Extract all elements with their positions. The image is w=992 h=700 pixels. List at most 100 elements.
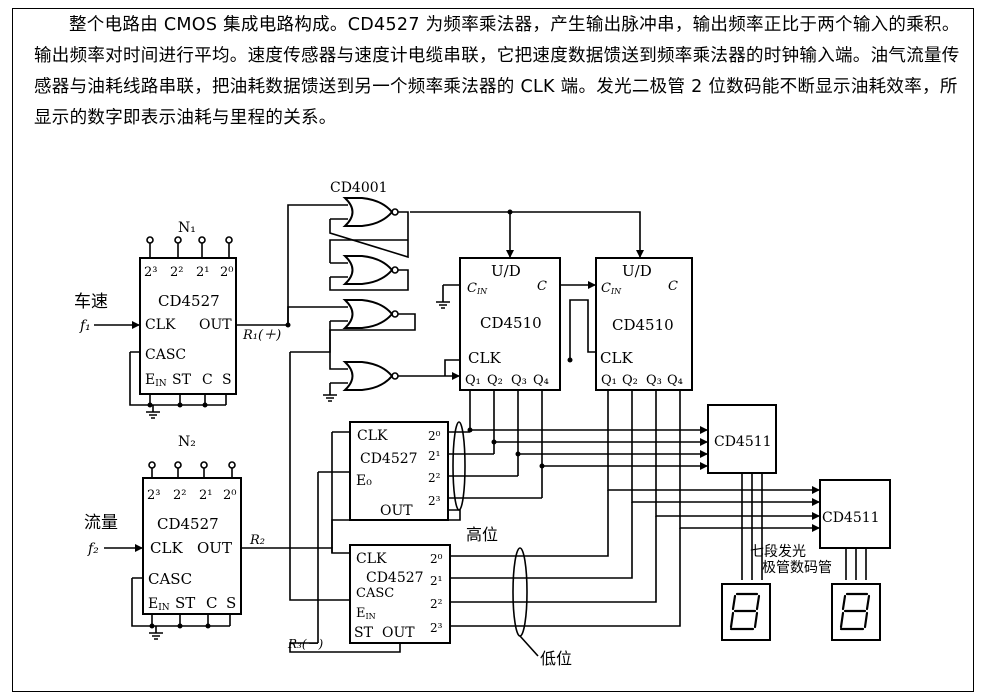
cd4510-left-ud: U/D: [491, 262, 521, 280]
speed-label: 车速: [74, 292, 108, 312]
cd4527-low-casc: CASC: [356, 586, 394, 601]
cd4510-left-q1: Q₁: [465, 373, 481, 388]
figure-frame: [12, 8, 974, 692]
n1-cd4527-chip: N₁ 2³ 2² 2¹ 2⁰ CD4527 CLK OUT CASC EIN S…: [129, 220, 237, 419]
n1-pin-20: 2⁰: [220, 265, 233, 280]
cd4510-right-ud: U/D: [622, 262, 652, 280]
r2-label: R₂: [249, 533, 265, 548]
n2-pin-clk: CLK: [150, 539, 183, 557]
n1-pin-casc: CASC: [145, 347, 186, 363]
n1-label: N₁: [178, 220, 196, 236]
cd4510-left-cin: CIN: [467, 281, 488, 296]
nor-gate-3: [342, 299, 399, 329]
cd4510-right-q3: Q₃: [646, 373, 662, 388]
n2-pin-22: 2²: [173, 488, 186, 503]
n1-pin-ein: EIN: [145, 372, 167, 389]
cd4527-low-st: ST: [354, 625, 374, 641]
n2-pin-ein: EIN: [148, 596, 170, 613]
nor-gate-1: [342, 197, 399, 227]
cd4510-right-cin: CIN: [601, 281, 622, 296]
cd4510-left-co: C: [537, 279, 547, 294]
n1-pin-st: ST: [172, 372, 192, 388]
r1-label: R₁(＋): [242, 328, 281, 343]
n2-pin-20: 2⁰: [223, 488, 236, 503]
n2-pin-21: 2¹: [199, 488, 212, 503]
cd4510-right-q2: Q₂: [622, 373, 638, 388]
n1-pin-c: C: [202, 372, 213, 388]
n1-pin-out: OUT: [199, 317, 232, 333]
n2-chip-name: CD4527: [157, 515, 219, 533]
n2-pin-casc: CASC: [148, 570, 192, 588]
cd4510-left-body: [459, 257, 561, 391]
cd4511-low-name: CD4511: [822, 510, 880, 526]
cd4511-low-body: [819, 479, 891, 549]
cd4510-right-clk: CLK: [600, 349, 633, 367]
cd4510-right-co: C: [668, 279, 678, 294]
n1-chip-name: CD4527: [158, 292, 220, 310]
n1-pin-22: 2²: [170, 265, 183, 280]
cd4510-left-chip: U/D CIN C CD4510 CLK Q₁ Q₂ Q₃ Q₄: [459, 257, 561, 391]
cd4001-label: CD4001: [330, 180, 388, 196]
cd4527-low-p21: 2¹: [430, 574, 442, 588]
cd4510-right-chip: U/D CIN C CD4510 CLK Q₁ Q₂ Q₃ Q₄: [595, 257, 693, 391]
n2-pin-c: C: [206, 594, 217, 612]
cd4510-left-q3: Q₃: [511, 373, 527, 388]
cd4527-high-chip: CLK CD4527 E₀ OUT 2⁰ 2¹ 2² 2³: [349, 421, 449, 521]
display-label: 七段发光: [750, 544, 806, 560]
n1-pin-23: 2³: [144, 265, 157, 280]
cd4527-low-body: [349, 544, 451, 644]
cd4511-high-body: [707, 404, 777, 474]
nor-gate-2: [342, 255, 399, 285]
n2-chip-body: [142, 477, 242, 615]
low-label: 低位: [540, 649, 572, 668]
seven-segment-high: [721, 583, 771, 641]
display-label-2: 极管数码管: [762, 560, 832, 576]
cd4527-low-name: CD4527: [366, 570, 424, 586]
f2-label: f₂: [87, 541, 99, 557]
cd4511-high-chip: CD4511: [707, 404, 777, 474]
cd4527-high-p23: 2³: [428, 494, 441, 508]
n1-chip-body: [139, 257, 237, 395]
cd4527-high-p20: 2⁰: [428, 429, 441, 443]
n2-cd4527-chip: N₂ 2³ 2² 2¹ 2⁰ CD4527 CLK OUT CASC EIN S…: [131, 434, 242, 640]
n1-pin-clk: CLK: [145, 317, 176, 333]
cd4527-high-out: OUT: [380, 503, 413, 519]
cd4511-low-chip: CD4511: [819, 479, 891, 549]
cd4527-high-p22: 2²: [428, 471, 441, 485]
cd4527-low-p23: 2³: [430, 621, 443, 635]
n2-pin-out: OUT: [197, 539, 232, 557]
cd4510-right-name: CD4510: [612, 316, 674, 334]
cd4527-low-clk: CLK: [356, 551, 387, 567]
n2-pin-st: ST: [175, 594, 195, 612]
cd4527-high-clk: CLK: [357, 428, 388, 444]
cd4527-high-e0: E₀: [356, 473, 372, 489]
cd4527-high-p21: 2¹: [428, 449, 440, 463]
flow-label: 流量: [84, 513, 118, 533]
n2-pin-23: 2³: [147, 488, 160, 503]
high-bus-ellipse: [452, 421, 466, 511]
cd4527-low-chip: CLK CD4527 CASC EIN ST OUT 2⁰ 2¹ 2² 2³: [349, 544, 451, 644]
n2-label: N₂: [178, 434, 196, 450]
high-label: 高位: [466, 525, 498, 544]
r3-label: R₃(－): [287, 637, 324, 651]
cd4527-low-p20: 2⁰: [430, 552, 443, 566]
cd4510-right-q1: Q₁: [601, 373, 617, 388]
cd4527-high-body: [349, 421, 449, 521]
low-bus-ellipse: [512, 547, 528, 637]
cd4510-right-q4: Q₄: [667, 373, 683, 388]
description-text: 整个电路由 CMOS 集成电路构成。CD4527 为频率乘法器，产生输出脉冲串，…: [34, 15, 960, 128]
cd4510-left-clk: CLK: [468, 349, 501, 367]
cd4527-low-p22: 2²: [430, 597, 443, 611]
cd4510-left-name: CD4510: [480, 314, 542, 332]
cd4527-high-name: CD4527: [360, 451, 418, 467]
n1-pin-21: 2¹: [196, 265, 209, 280]
n1-pin-s: S: [222, 372, 232, 388]
nor-gate-4: [342, 361, 399, 391]
f1-label: f₁: [79, 318, 91, 334]
cd4527-low-out: OUT: [382, 625, 415, 641]
n2-pin-s: S: [226, 594, 236, 612]
cd4527-low-ein: EIN: [356, 606, 376, 621]
cd4511-high-name: CD4511: [714, 434, 772, 450]
cd4510-right-body: [595, 257, 693, 391]
